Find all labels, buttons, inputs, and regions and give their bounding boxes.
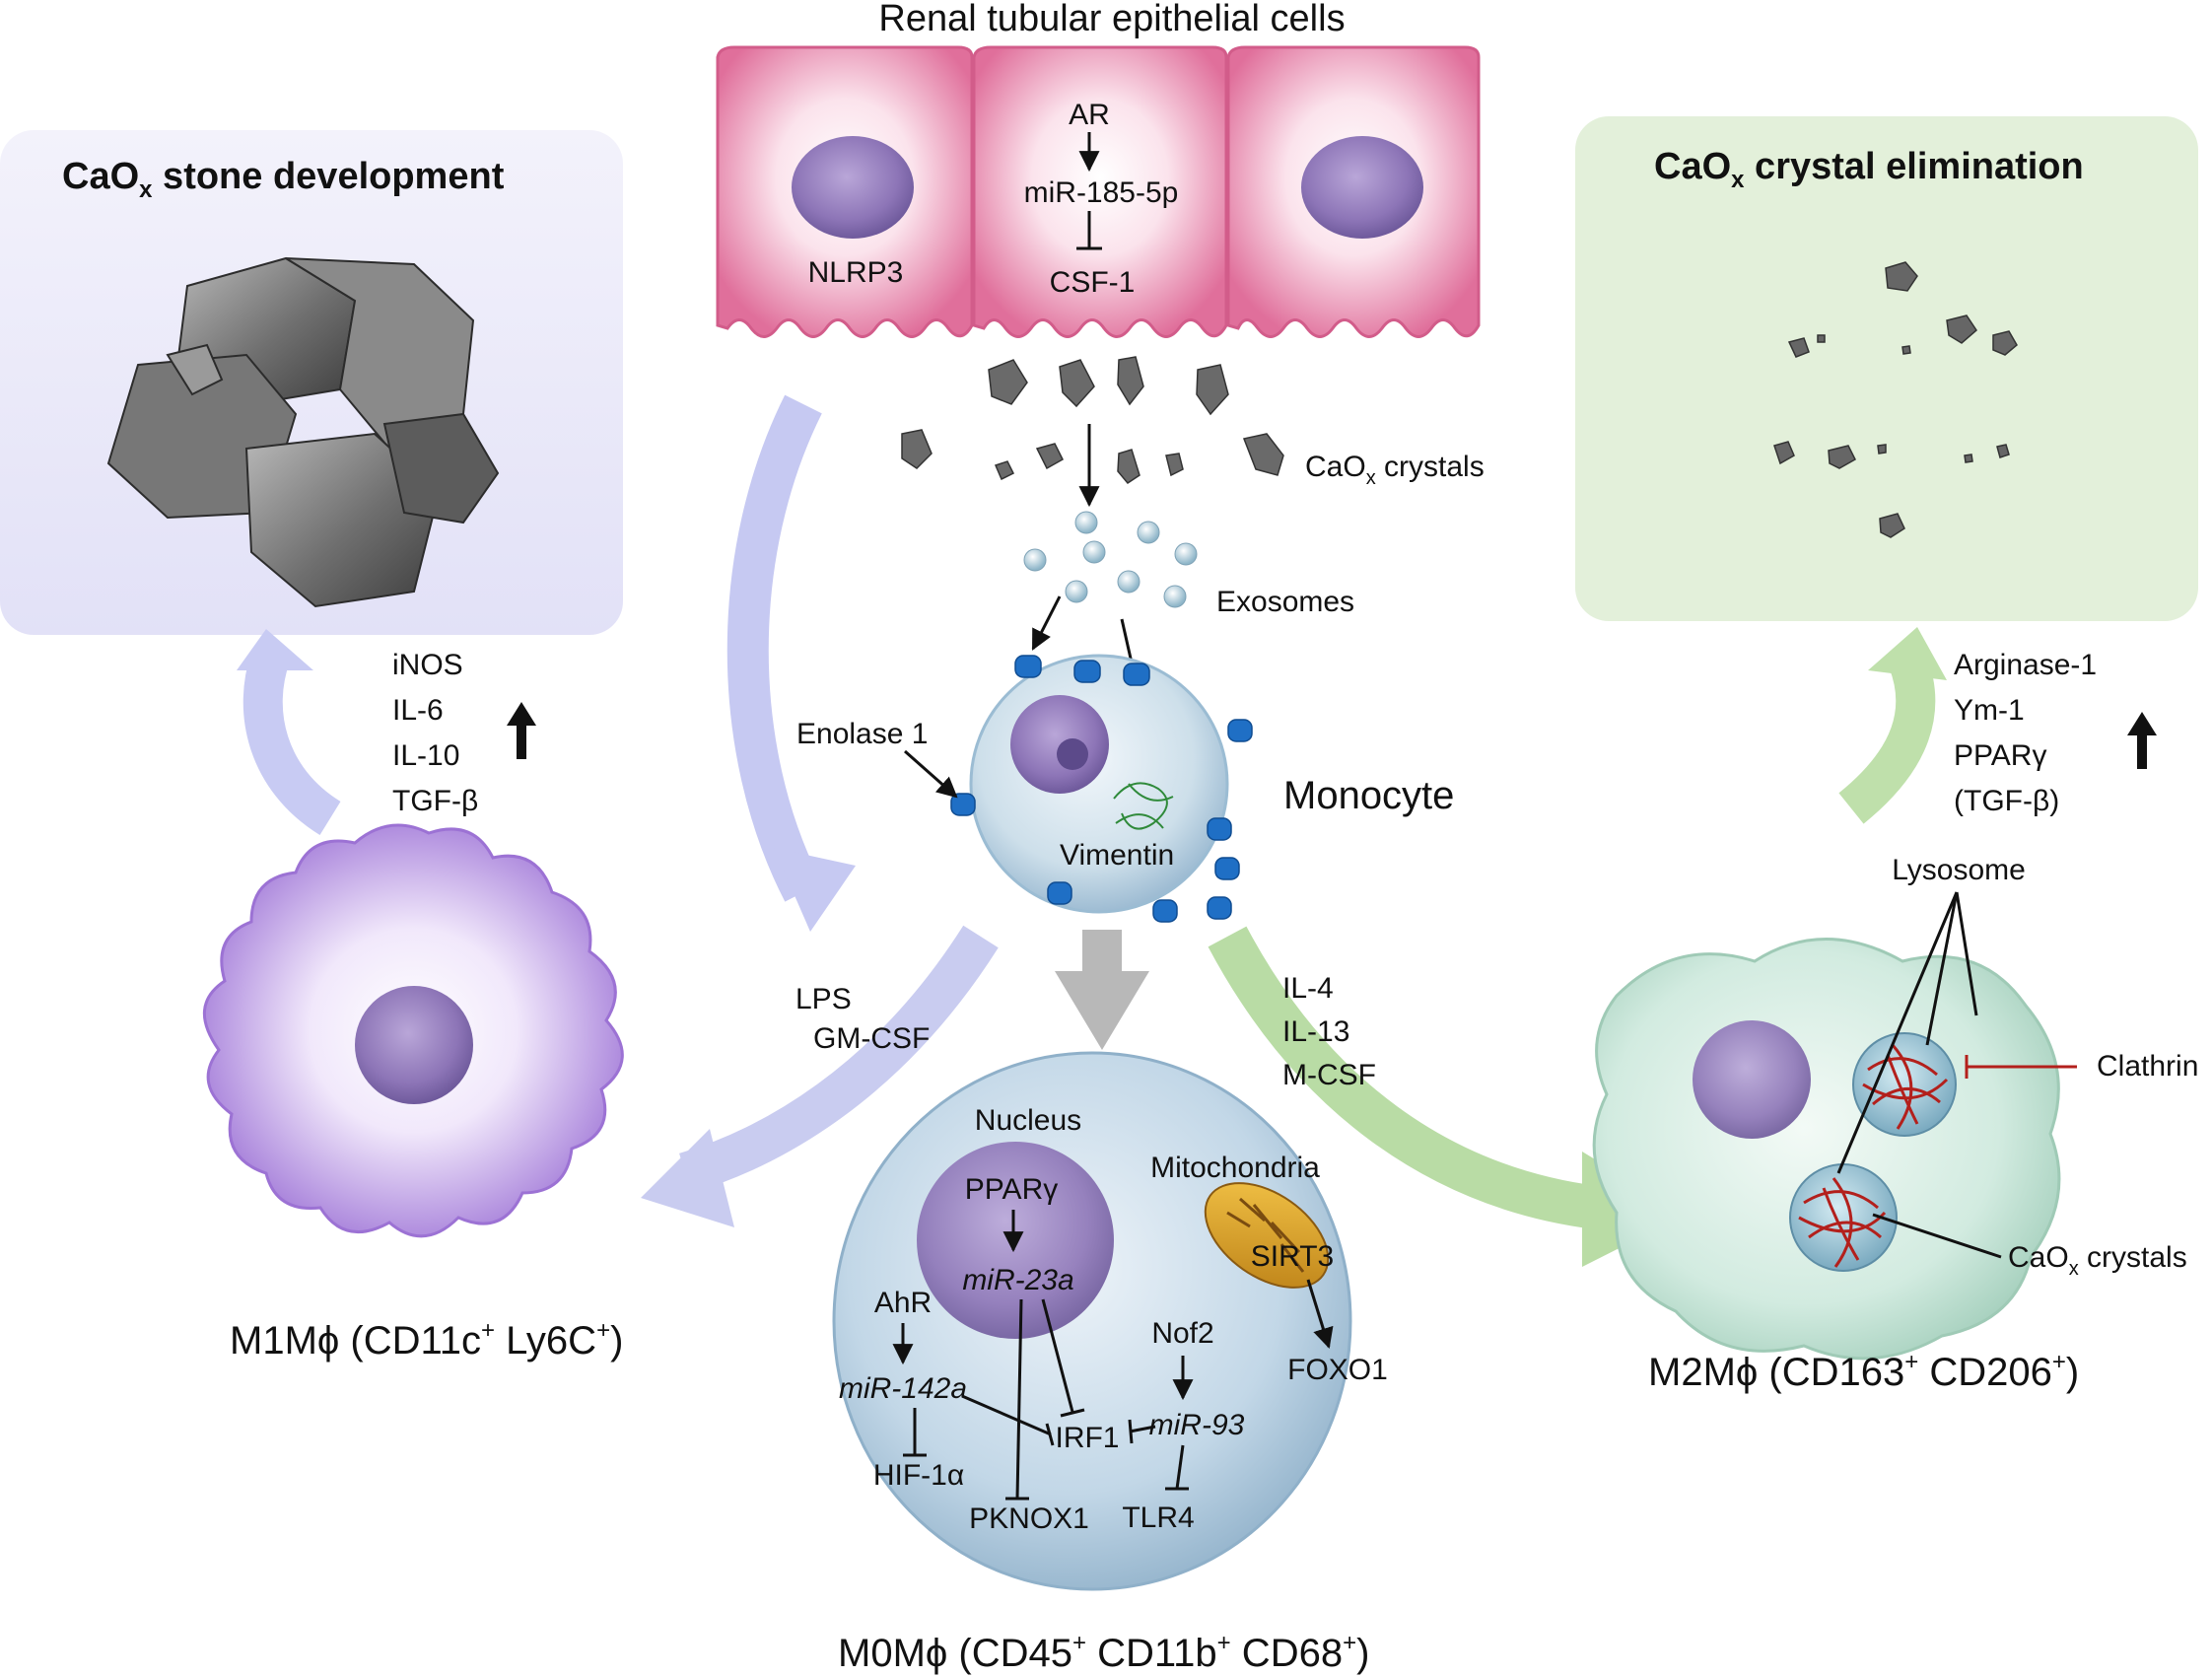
csf1-label: CSF-1 <box>1050 266 1136 299</box>
ahr-label: AhR <box>874 1287 932 1319</box>
lysosome-pointer-1 <box>1836 891 1959 1174</box>
m2-macrophage-cell <box>1592 938 2061 1361</box>
epithelium-to-m1-arrow <box>726 394 822 902</box>
ppar-gamma-label: PPARγ <box>965 1173 1058 1206</box>
mir93-irf1-bar <box>1128 1419 1134 1444</box>
enolase-receptors <box>950 655 1253 923</box>
m1-to-stone-arrow <box>242 649 342 836</box>
tlr4-label: TLR4 <box>1122 1502 1194 1534</box>
m1-macrophage-cell <box>203 823 624 1238</box>
mir23a-inhibits-pknox1 <box>1015 1298 1023 1500</box>
lysosome-pointer-2 <box>1925 891 1959 1046</box>
monocyte-nucleus <box>1010 695 1109 794</box>
mir185-label: miR-185-5p <box>1024 176 1179 209</box>
exosome-vesicles <box>1023 511 1198 608</box>
mir23a-irf1-bar <box>1060 1408 1085 1418</box>
m2-stimulus-2: IL-13 <box>1282 1015 1349 1048</box>
monocyte-label: Monocyte <box>1283 774 1454 817</box>
m0-nucleus <box>917 1142 1114 1339</box>
monocyte-to-m0-arrowhead <box>1055 971 1149 1050</box>
m1-stimulus-1: LPS <box>795 983 852 1015</box>
m2-marker-4: (TGF-β) <box>1954 785 2059 817</box>
mir93-inhibits-tlr4 <box>1175 1444 1185 1490</box>
irf1-label: IRF1 <box>1055 1422 1119 1454</box>
monocyte-to-m1-arrow <box>679 925 999 1194</box>
monocyte-to-m1-arrowhead <box>641 1129 734 1227</box>
enolase-label: Enolase 1 <box>796 718 928 750</box>
m2-upregulation-arrow-icon <box>2127 712 2157 769</box>
caox-stone-cluster <box>106 256 500 608</box>
eliminated-crystal-fragments <box>1773 261 2018 538</box>
m2-stimulus-3: M-CSF <box>1282 1059 1376 1091</box>
m1-to-stone-arrowhead <box>237 629 313 670</box>
nlrp3-label: NLRP3 <box>808 256 904 289</box>
mir93-label: miR-93 <box>1149 1409 1245 1441</box>
m2-to-elimination-arrow <box>1838 653 1936 824</box>
epithelium-to-m1-arrowhead <box>774 848 856 932</box>
foxo1-label: FOXO1 <box>1287 1354 1388 1386</box>
lysosome-upper <box>1852 1032 1957 1137</box>
mir142a-label: miR-142a <box>839 1372 967 1405</box>
nof2-label: Nof2 <box>1151 1317 1213 1350</box>
lysosome-pointer-3 <box>1955 891 1978 1016</box>
mir142a-irf1-bar <box>1045 1423 1055 1446</box>
epithelial-nucleus-1 <box>792 136 914 239</box>
m2-stimulus-1: IL-4 <box>1282 972 1334 1005</box>
mir23a-label: miR-23a <box>962 1264 1073 1296</box>
lysosome-lower <box>1789 1163 1898 1272</box>
m0-macrophage-cell <box>832 1051 1352 1591</box>
m1-marker-3: IL-10 <box>392 739 459 772</box>
enolase-pointer <box>904 749 958 799</box>
m2-crystals-pointer <box>1872 1213 2002 1259</box>
crystal-elimination-panel <box>1575 116 2198 621</box>
vimentin-filaments <box>1113 782 1174 830</box>
monocyte-to-m0-arrow <box>1082 930 1122 974</box>
m0-macrophage-label: M0Mϕ (CD45+ CD11b+ CD68+) <box>838 1630 1369 1675</box>
m1-marker-1: iNOS <box>392 649 463 681</box>
monocyte-cell <box>969 654 1229 914</box>
caox-crystals-released <box>901 356 1284 484</box>
epithelial-cell-2 <box>972 45 1228 338</box>
epithelial-nucleus-3 <box>1301 136 1423 239</box>
m1-marker-4: TGF-β <box>392 785 478 817</box>
ar-label: AR <box>1069 99 1110 131</box>
mitochondrion <box>1204 1182 1330 1289</box>
mir142a-inhibits-irf1 <box>961 1394 1052 1436</box>
epithelium-title: Renal tubular epithelial cells <box>878 0 1345 39</box>
m2-marker-2: Ym-1 <box>1954 694 2025 727</box>
exosome-to-receptor-arrow <box>1031 595 1062 651</box>
m1-upregulation-arrow-icon <box>507 702 536 759</box>
lysosome-label: Lysosome <box>1892 854 2026 886</box>
vimentin-label: Vimentin <box>1060 839 1174 872</box>
m0-mitochondria-label: Mitochondria <box>1150 1152 1320 1184</box>
m2-marker-3: PPARγ <box>1954 739 2046 772</box>
stone-panel-title: CaOx stone development <box>62 156 505 203</box>
sirt3-label: SIRT3 <box>1251 1240 1334 1273</box>
monocyte-to-m2-arrow <box>1208 926 1600 1229</box>
monocyte-nucleolus <box>1057 738 1088 770</box>
hif-label: HIF-1α <box>873 1459 964 1492</box>
m2-crystals-label: CaOx crystals <box>2008 1241 2187 1280</box>
m1-macrophage-label: M1Mϕ (CD11c+ Ly6C+) <box>230 1317 623 1363</box>
m0-nucleus-label: Nucleus <box>975 1104 1081 1137</box>
m1-stimulus-2: GM-CSF <box>813 1022 930 1055</box>
m1-marker-2: IL-6 <box>392 694 444 727</box>
m2-marker-1: Arginase-1 <box>1954 649 2097 681</box>
m2-macrophage-label: M2Mϕ (CD163+ CD206+) <box>1648 1349 2079 1394</box>
m2-to-elimination-arrowhead <box>1868 627 1947 680</box>
elimination-panel-title: CaOx crystal elimination <box>1654 146 2084 193</box>
pknox1-label: PKNOX1 <box>969 1502 1089 1535</box>
mir23a-inhibits-irf1 <box>1041 1298 1074 1413</box>
sirt3-to-foxo1-arrow <box>1306 1279 1334 1350</box>
exosomes-label: Exosomes <box>1216 586 1354 618</box>
clathrin-label: Clathrin <box>2097 1050 2198 1083</box>
caox-crystals-label: CaOx crystals <box>1305 451 1485 489</box>
mir93-inhibits-irf1 <box>1129 1425 1156 1433</box>
